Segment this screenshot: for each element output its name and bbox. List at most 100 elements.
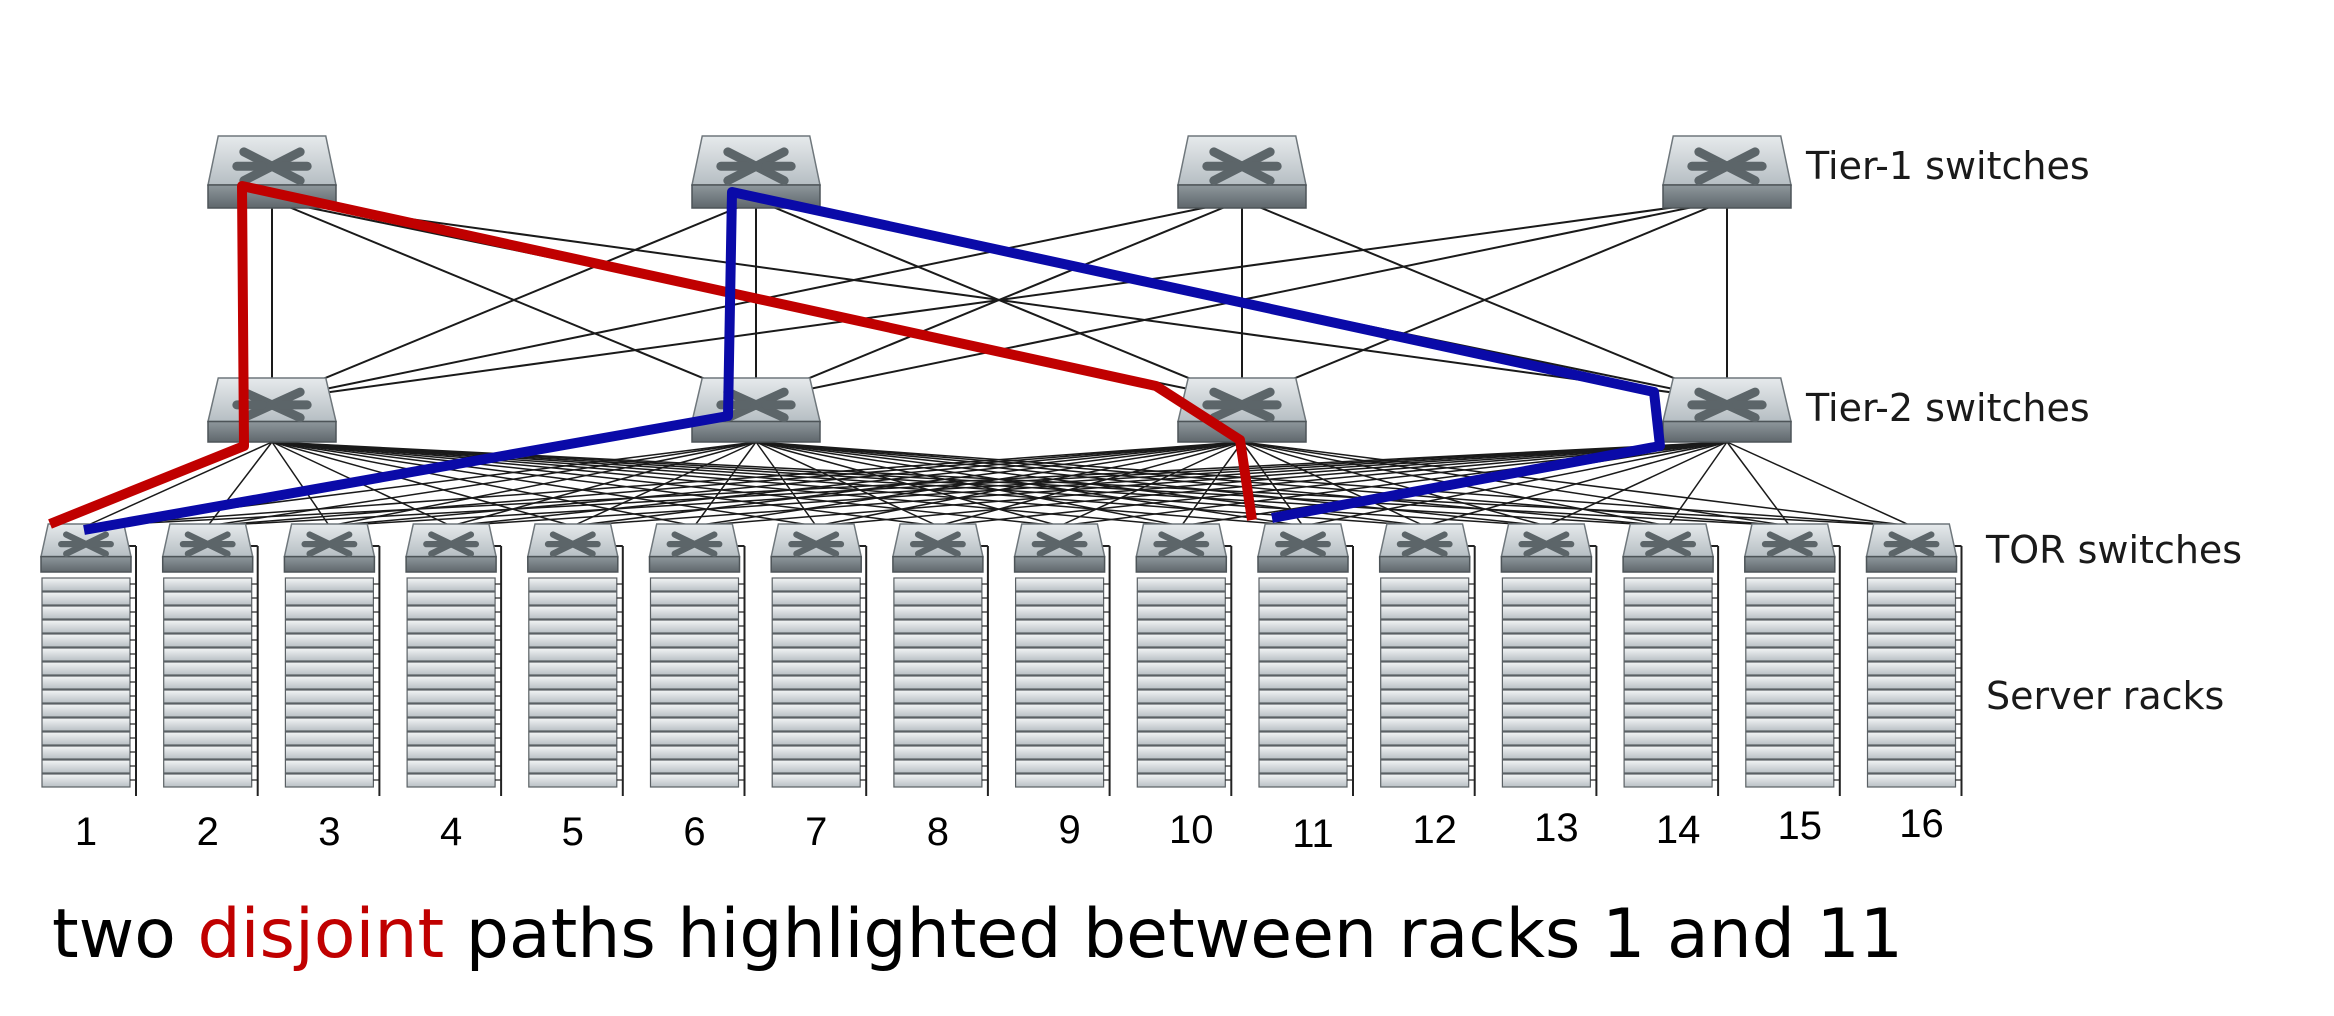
server-unit [1258, 773, 1348, 788]
switch-icon [1396, 531, 1453, 557]
server-rack [1380, 545, 1476, 796]
tier2-tor-link [329, 441, 1243, 527]
server-unit [649, 703, 740, 718]
server-unit [1136, 717, 1226, 732]
server-unit [163, 703, 253, 718]
switch-icon [232, 147, 312, 186]
server-unit [406, 605, 496, 620]
server-unit [528, 577, 618, 592]
server-unit [284, 703, 374, 718]
server-unit [528, 717, 618, 732]
tor-switch-2 [161, 523, 254, 573]
server-unit [1623, 619, 1713, 634]
server-unit [163, 577, 253, 592]
server-unit [1623, 675, 1713, 690]
server-unit [1623, 647, 1713, 662]
rack-number: 10 [1169, 808, 1214, 852]
server-unit [893, 619, 983, 634]
server-unit [41, 605, 131, 620]
server-unit [1745, 773, 1835, 788]
tier2-tor-link [1546, 441, 1728, 527]
server-rack [41, 545, 137, 796]
server-unit [528, 661, 618, 676]
server-unit [1745, 633, 1835, 648]
rack-number: 11 [1292, 812, 1334, 856]
tier2-tor-link [694, 441, 1728, 527]
server-unit [893, 661, 983, 676]
server-unit [1136, 773, 1226, 788]
tor-switch-15 [1743, 523, 1836, 573]
server-unit [1623, 605, 1713, 620]
server-unit [406, 619, 496, 634]
server-unit [1745, 605, 1835, 620]
server-unit [41, 773, 131, 788]
server-unit [41, 675, 131, 690]
server-unit [1866, 703, 1957, 718]
rack-number: 15 [1777, 804, 1823, 848]
server-unit [649, 745, 740, 760]
server-unit [284, 619, 374, 634]
tor-switch-13 [1500, 523, 1593, 573]
server-unit [163, 647, 253, 662]
server-unit [771, 647, 861, 662]
server-unit [771, 633, 861, 648]
server-unit [771, 675, 861, 690]
tier2-tor-link [451, 441, 1243, 527]
switch-icon [232, 387, 312, 423]
server-unit [41, 619, 131, 634]
switch-icon [788, 531, 845, 557]
server-unit [163, 717, 253, 732]
server-unit [1501, 745, 1592, 760]
server-unit [771, 773, 861, 788]
server-unit [1501, 703, 1592, 718]
server-unit [1136, 731, 1226, 746]
server-unit [1014, 745, 1105, 760]
server-unit [649, 633, 740, 648]
server-unit [284, 773, 374, 788]
caption: two disjoint paths highlighted between r… [52, 895, 1903, 974]
server-unit [1866, 745, 1957, 760]
server-unit [649, 661, 740, 676]
server-unit [1014, 591, 1105, 606]
server-unit [1745, 591, 1835, 606]
server-unit [1501, 647, 1592, 662]
server-unit [41, 577, 131, 592]
server-unit [1136, 633, 1226, 648]
server-unit [406, 661, 496, 676]
server-unit [893, 773, 983, 788]
server-unit [528, 591, 618, 606]
server-unit [1014, 717, 1105, 732]
highlighted-paths [48, 181, 1665, 535]
tier1-label: Tier-1 switches [1806, 144, 2090, 188]
server-unit [1136, 745, 1226, 760]
server-unit [1501, 577, 1592, 592]
server-unit [1258, 605, 1348, 620]
server-unit [1380, 731, 1470, 746]
server-unit [1014, 577, 1105, 592]
tier2-tor-link [450, 441, 757, 527]
switch-icon [301, 531, 358, 557]
server-unit [893, 633, 983, 648]
tier2-tor-link [207, 441, 273, 527]
server-unit [41, 661, 131, 676]
tier2-tor-link [451, 441, 1728, 527]
tier2-tor-link [1726, 441, 1912, 527]
server-unit [1136, 619, 1226, 634]
server-unit [1623, 577, 1713, 592]
server-unit [406, 773, 496, 788]
server-unit [893, 703, 983, 718]
server-unit [284, 605, 374, 620]
rack-number: 13 [1534, 806, 1579, 850]
server-unit [893, 745, 983, 760]
server-unit [1866, 633, 1957, 648]
server-rack [528, 545, 624, 796]
server-racks-group [41, 545, 1963, 796]
server-unit [1380, 591, 1470, 606]
server-unit [528, 647, 618, 662]
server-unit [1136, 675, 1226, 690]
server-unit [1501, 759, 1592, 774]
server-unit [163, 591, 253, 606]
server-unit [1258, 633, 1348, 648]
server-unit [1014, 689, 1105, 704]
server-unit [1380, 661, 1470, 676]
